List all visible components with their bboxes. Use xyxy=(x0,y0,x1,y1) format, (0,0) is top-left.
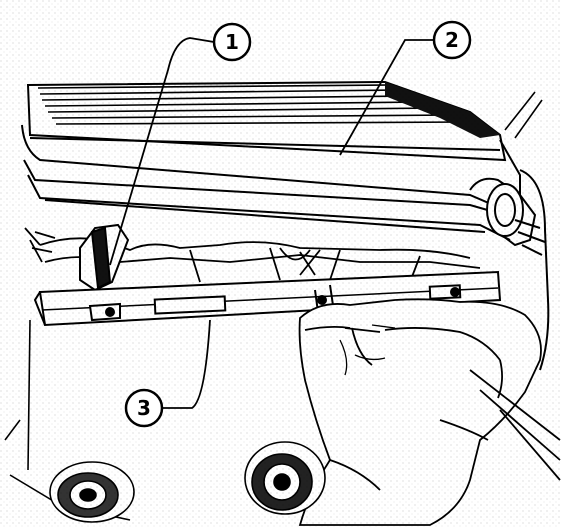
callout-1: 1 xyxy=(212,22,252,62)
callout-1-label: 1 xyxy=(225,30,239,54)
callout-leaders xyxy=(109,37,433,409)
callout-3-label: 3 xyxy=(137,396,151,420)
leader-3 xyxy=(162,319,211,409)
fitting-center xyxy=(244,441,326,515)
callout-2: 2 xyxy=(432,20,472,60)
leader-1 xyxy=(109,37,215,266)
callout-3: 3 xyxy=(124,388,164,428)
fitting-left xyxy=(49,461,135,523)
leader-2 xyxy=(339,39,433,156)
callout-2-label: 2 xyxy=(445,28,459,52)
